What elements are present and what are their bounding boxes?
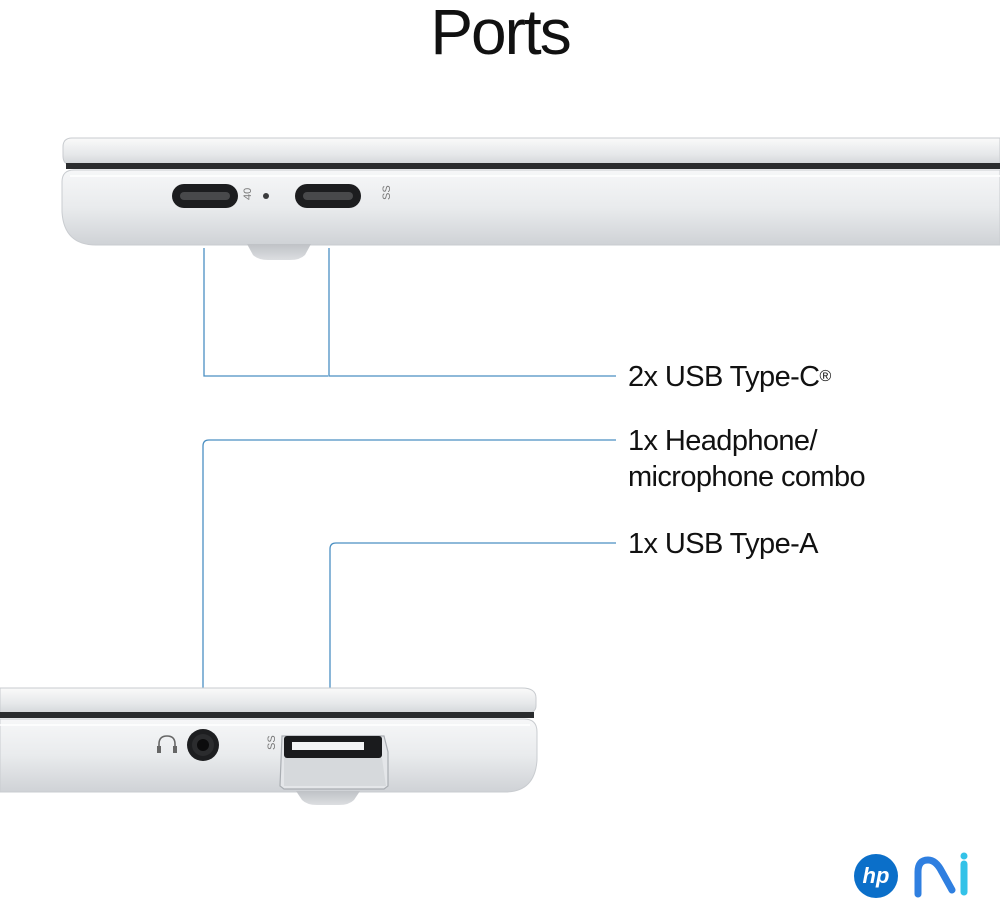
audio-jack — [187, 729, 219, 761]
usb-c-leader-lines — [203, 248, 616, 377]
bottom-leader-lines — [202, 439, 616, 688]
usb-c-ss-marking: SS — [381, 185, 393, 200]
svg-text:hp: hp — [863, 863, 890, 888]
headphone-callout-line2: microphone combo — [628, 461, 866, 493]
brand-logos: hp — [854, 852, 968, 898]
rubber-foot — [296, 791, 360, 805]
rubber-foot — [247, 244, 311, 260]
ai-logo — [914, 852, 968, 898]
usb-a-ss-marking: SS — [266, 735, 278, 750]
headphone-icon — [157, 735, 177, 753]
usb-c-port — [172, 184, 238, 208]
laptop-left-side: 40 SS — [61, 137, 1000, 260]
usb-c-label: 2x USB Type-C — [628, 361, 820, 393]
page-title: Ports — [430, 0, 571, 68]
usb-c-callout: 2x USB Type-C® — [628, 360, 831, 394]
usb-c-speed-marking: 40 — [242, 188, 254, 200]
usb-a-port — [279, 735, 389, 790]
laptop-right-side: SS — [0, 687, 538, 805]
registered-mark: ® — [819, 368, 832, 385]
usb-a-callout: 1x USB Type-A — [628, 528, 819, 560]
usb-c-port — [295, 184, 361, 208]
status-led — [263, 193, 269, 199]
headphone-callout-line1: 1x Headphone/ — [628, 425, 818, 457]
hp-logo: hp — [854, 854, 898, 898]
